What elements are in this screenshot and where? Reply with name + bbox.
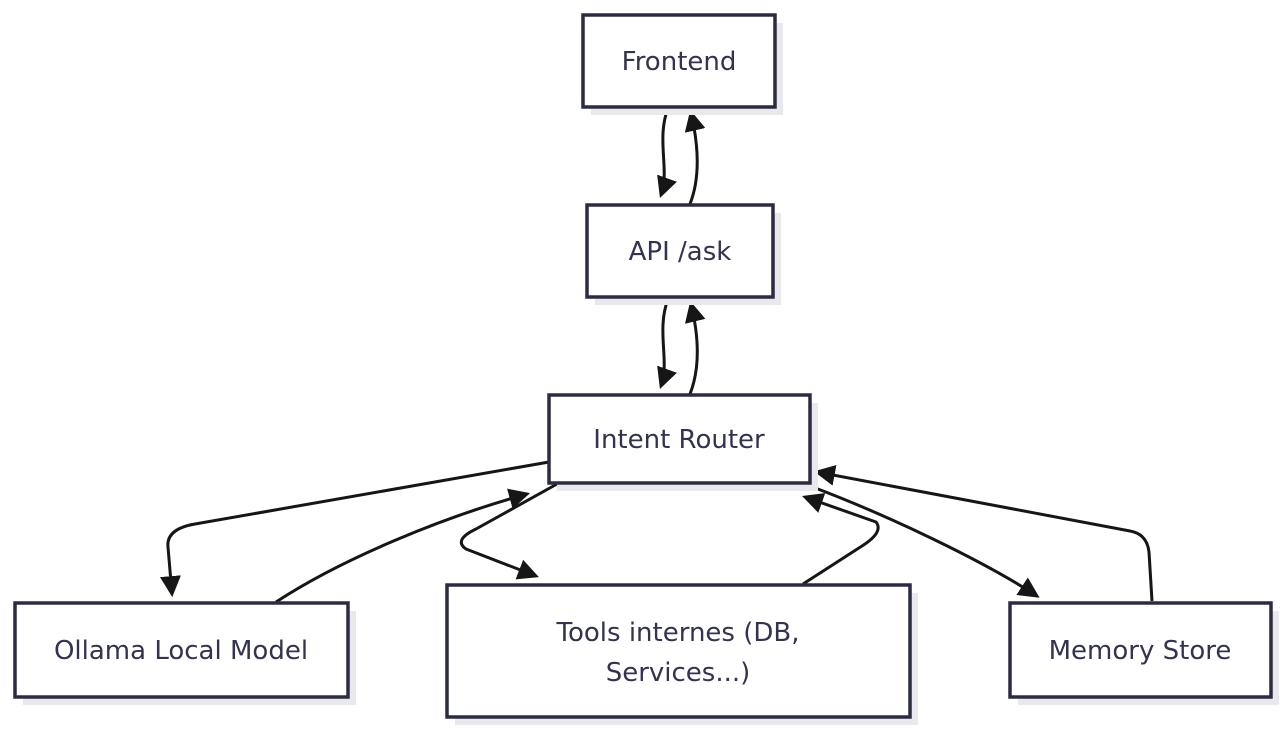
node-tools: Tools internes (DB, Services...): [445, 583, 918, 725]
node-frontend-label: Frontend: [622, 47, 737, 77]
node-ollama-label: Ollama Local Model: [54, 636, 308, 666]
arrow-memory-to-router: [813, 464, 1154, 602]
node-api-box: [585, 203, 775, 299]
node-frontend: Frontend: [581, 13, 783, 115]
node-api: API /ask: [585, 203, 781, 305]
arrow-api-to-frontend: [684, 109, 706, 205]
arrow-ollama-to-router: [275, 488, 531, 604]
arrow-router-to-tools: [459, 482, 558, 580]
edges-layer: [160, 107, 1154, 604]
node-ollama-box: [13, 601, 350, 699]
node-intent-router-label: Intent Router: [593, 425, 765, 455]
node-intent-router: Intent Router: [547, 393, 818, 491]
node-tools-label-line2: Services...): [606, 658, 751, 688]
node-ollama: Ollama Local Model: [13, 601, 356, 705]
arrow-frontend-to-api: [657, 107, 677, 198]
node-tools-label-line1: Tools internes (DB,: [556, 618, 800, 648]
arrow-tools-to-router: [802, 493, 880, 586]
node-frontend-box: [581, 13, 777, 109]
node-memory-box: [1008, 601, 1273, 699]
arrow-api-to-router: [657, 298, 677, 389]
arrow-router-to-api: [684, 300, 706, 395]
arrow-router-to-ollama: [160, 460, 550, 598]
arrow-router-to-memory: [809, 484, 1040, 598]
node-tools-box: [445, 583, 912, 719]
node-api-label: API /ask: [629, 237, 732, 267]
node-memory: Memory Store: [1008, 601, 1279, 705]
node-memory-label: Memory Store: [1049, 636, 1232, 666]
node-intent-router-box: [547, 393, 812, 485]
